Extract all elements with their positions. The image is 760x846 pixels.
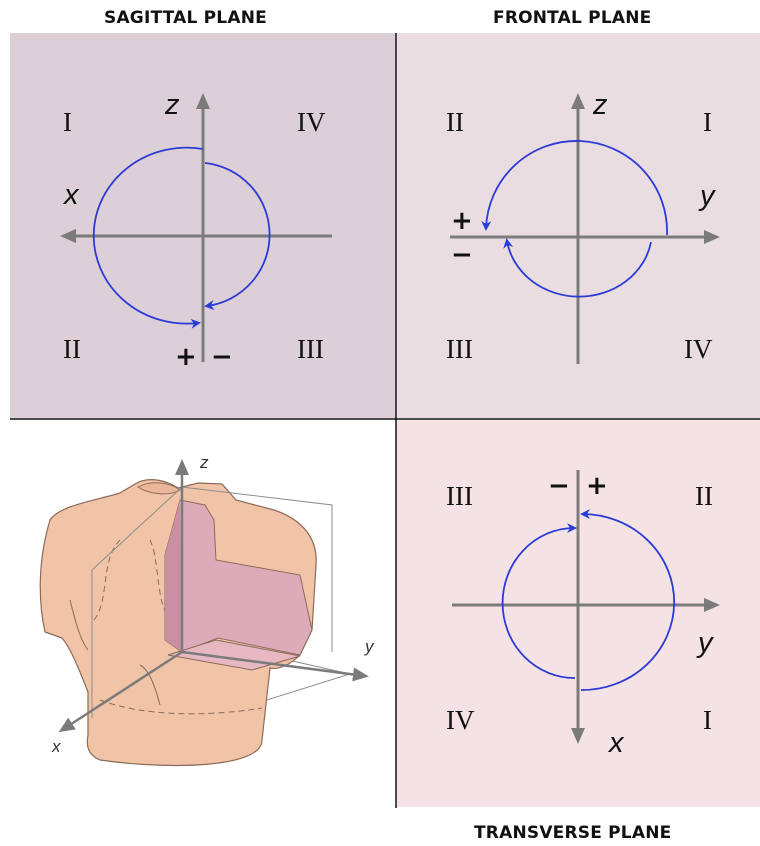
- transverse-plus-sign: +: [586, 471, 608, 501]
- transverse-quadrant-iii: III: [446, 481, 473, 511]
- frontal-quadrant-iv: IV: [684, 334, 713, 364]
- frontal-quadrant-iii: III: [446, 334, 473, 364]
- frontal-y-label: y: [698, 180, 716, 212]
- sagittal-quadrant-iii: III: [297, 334, 324, 364]
- transverse-quadrant-iv: IV: [446, 705, 475, 735]
- torso-illustration: z y x: [40, 453, 375, 765]
- sagittal-x-label: x: [62, 179, 80, 211]
- frontal-plus-sign: +: [451, 206, 473, 236]
- frontal-z-label: z: [592, 89, 608, 121]
- frontal-minus-sign: −: [451, 240, 473, 270]
- sagittal-z-label: z: [164, 89, 180, 121]
- sagittal-minus-sign: −: [211, 342, 233, 372]
- sagittal-plus-sign: +: [175, 342, 197, 372]
- sagittal-quadrant-ii: II: [63, 334, 81, 364]
- frontal-quadrant-ii: II: [446, 107, 464, 137]
- sagittal-quadrant-i: I: [63, 107, 72, 137]
- torso-z-label: z: [199, 453, 209, 472]
- transverse-x-label: x: [607, 727, 625, 759]
- transverse-y-label: y: [696, 627, 714, 659]
- sagittal-quadrant-iv: IV: [297, 107, 326, 137]
- frontal-quadrant-i: I: [703, 107, 712, 137]
- transverse-minus-sign: −: [548, 471, 570, 501]
- transverse-quadrant-i: I: [703, 705, 712, 735]
- transverse-quadrant-ii: II: [695, 481, 713, 511]
- torso-y-label: y: [364, 637, 375, 656]
- torso-x-label: x: [51, 737, 61, 756]
